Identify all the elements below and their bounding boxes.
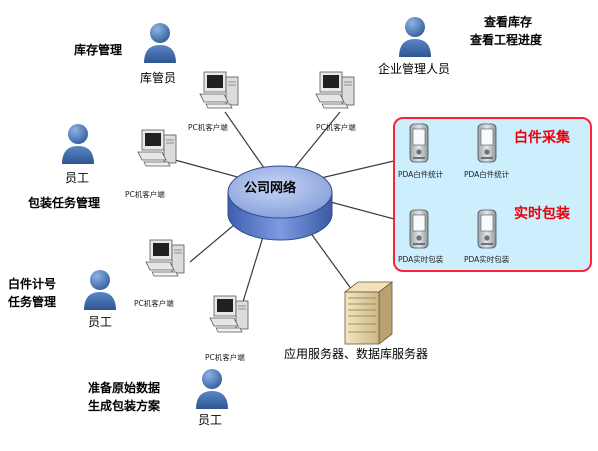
pc-label: PC机客户端 [134, 299, 174, 308]
pc-label: PC机客户端 [125, 190, 165, 199]
task-piece-count-2: 任务管理 [8, 295, 57, 309]
person-icon [196, 369, 228, 409]
pda-group-2-title: 实时包装 [514, 206, 570, 222]
server-label: 应用服务器、数据库服务器 [284, 347, 429, 361]
task-prepare-1: 准备原始数据 [88, 381, 161, 395]
role-employee: 员工 [88, 315, 113, 329]
pda-label: PDA白件统计 [398, 170, 444, 179]
task-piece-count-1: 白件计号 [8, 277, 57, 291]
person-icon [62, 124, 94, 164]
person-icon [399, 17, 431, 57]
role-employee: 员工 [198, 413, 223, 427]
pc-label: PC机客户端 [205, 353, 245, 362]
role-enterprise-manager: 企业管理人员 [378, 62, 451, 76]
role-warehouse-keeper: 库管员 [140, 71, 177, 85]
task-view-progress: 查看工程进度 [470, 33, 543, 47]
task-view-inventory: 查看库存 [484, 15, 533, 29]
person-icon [144, 23, 176, 63]
pda-icon [409, 209, 429, 249]
role-employee: 员工 [65, 171, 90, 185]
pda-label: PDA实时包装 [464, 255, 510, 264]
pc-label: PC机客户端 [188, 123, 228, 132]
pda-group-1-title: 白件采集 [514, 130, 570, 146]
person-icon [84, 270, 116, 310]
network-label: 公司网络 [244, 181, 297, 196]
task-packing: 包装任务管理 [28, 196, 101, 210]
pda-icon [409, 123, 429, 163]
pda-label: PDA白件统计 [464, 170, 510, 179]
task-prepare-2: 生成包装方案 [88, 399, 161, 413]
pda-icon [477, 209, 497, 249]
pda-icon [477, 123, 497, 163]
pda-label: PDA实时包装 [398, 255, 444, 264]
pc-label: PC机客户端 [316, 123, 356, 132]
task-inventory-mgmt: 库存管理 [74, 43, 123, 57]
